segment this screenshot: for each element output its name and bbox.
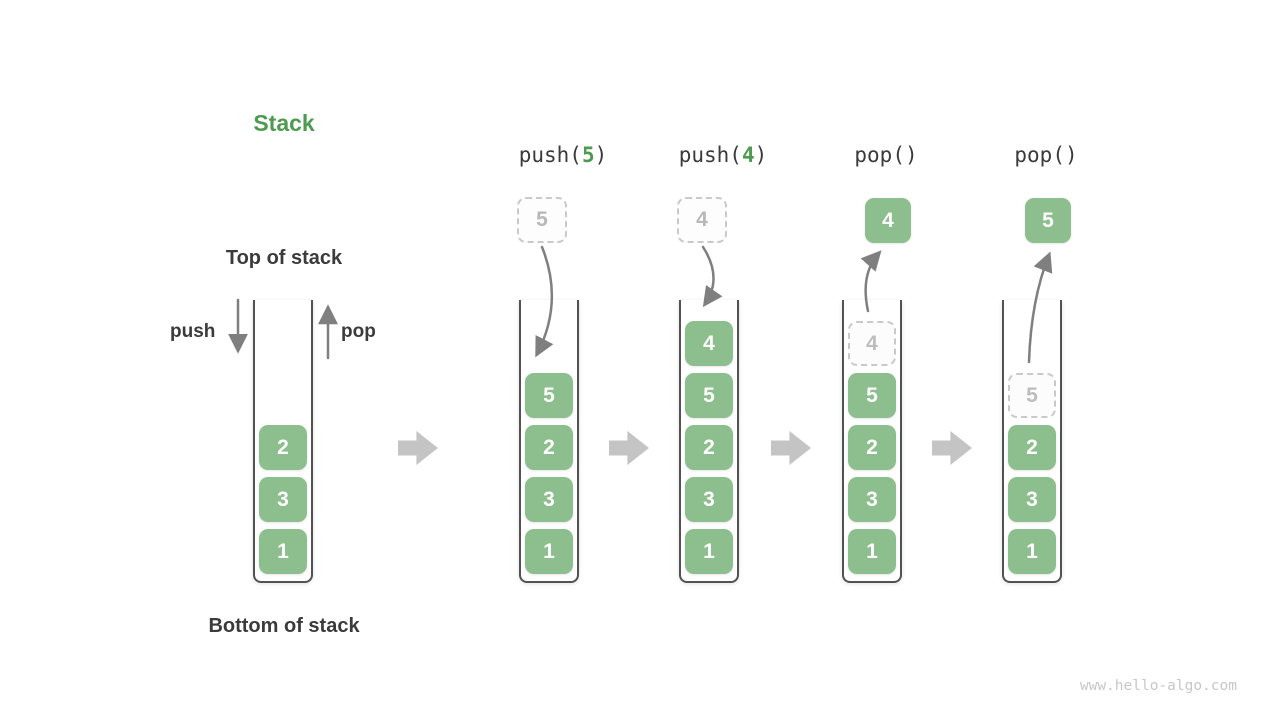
operation-text: push( bbox=[518, 143, 582, 167]
operation-header-push-5: push(5) bbox=[519, 143, 608, 167]
right-block-arrow-icon bbox=[932, 431, 972, 465]
stack-item: 2 bbox=[1008, 425, 1056, 470]
operation-text: pop() bbox=[1014, 143, 1078, 167]
watermark: www.hello-algo.com bbox=[1079, 678, 1237, 694]
stack-item: 2 bbox=[848, 425, 896, 470]
stack-item: 1 bbox=[259, 529, 307, 574]
stack-item: 5 bbox=[525, 373, 573, 418]
stack-item: 1 bbox=[848, 529, 896, 574]
bottom-of-stack-label: Bottom of stack bbox=[208, 615, 360, 637]
stack-item: 5 bbox=[848, 373, 896, 418]
stack-item: 4 bbox=[685, 321, 733, 366]
operation-header-pop-5: pop() bbox=[1014, 143, 1077, 167]
stack-item: 1 bbox=[685, 529, 733, 574]
stack-item: 3 bbox=[685, 477, 733, 522]
pop-label: pop bbox=[341, 321, 376, 342]
popped-value-box: 5 bbox=[1025, 198, 1071, 243]
stack-item: 1 bbox=[1008, 529, 1056, 574]
right-block-arrow-icon bbox=[398, 431, 438, 465]
operation-header-push-4: push(4) bbox=[679, 143, 768, 167]
stack-item: 2 bbox=[685, 425, 733, 470]
operation-text: ) bbox=[754, 143, 768, 167]
stack-item: 3 bbox=[259, 477, 307, 522]
stack-item: 3 bbox=[848, 477, 896, 522]
operation-text: ) bbox=[594, 143, 608, 167]
stack-item-ghost: 5 bbox=[1008, 373, 1056, 418]
operation-header-pop-4: pop() bbox=[854, 143, 917, 167]
push-4-curved-arrow-icon bbox=[701, 245, 723, 308]
stack-item: 3 bbox=[525, 477, 573, 522]
operation-text: pop() bbox=[854, 143, 918, 167]
stack-item: 5 bbox=[685, 373, 733, 418]
popped-value-box: 4 bbox=[865, 198, 911, 243]
operation-arg: 5 bbox=[581, 143, 595, 167]
right-block-arrow-icon bbox=[771, 431, 811, 465]
stack-item: 2 bbox=[259, 425, 307, 470]
diagram-title: Stack bbox=[253, 110, 315, 136]
right-block-arrow-icon bbox=[609, 431, 649, 465]
stack-item: 1 bbox=[525, 529, 573, 574]
operation-text: push( bbox=[678, 143, 742, 167]
pending-value-box: 4 bbox=[677, 197, 727, 243]
top-of-stack-label: Top of stack bbox=[225, 247, 343, 269]
pending-value-box: 5 bbox=[517, 197, 567, 243]
push-label: push bbox=[170, 321, 216, 342]
stack-item: 3 bbox=[1008, 477, 1056, 522]
stack-item: 2 bbox=[525, 425, 573, 470]
operation-arg: 4 bbox=[741, 143, 755, 167]
stack-item-ghost: 4 bbox=[848, 321, 896, 366]
